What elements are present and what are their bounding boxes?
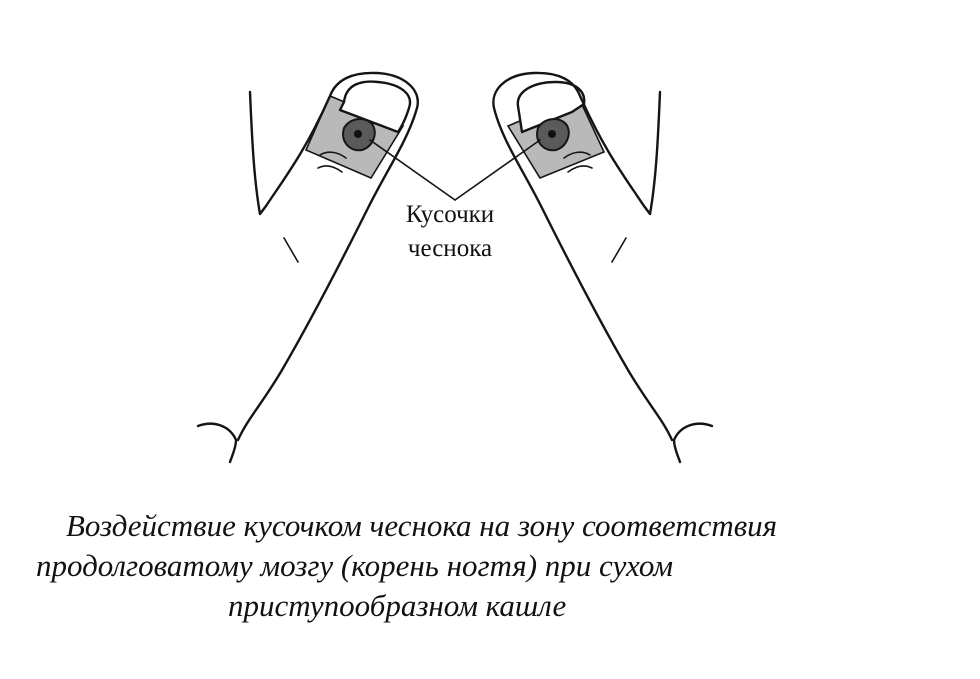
figure-caption: Воздействие кусочком чеснока на зону соо… bbox=[0, 506, 980, 626]
callout-leader-lines bbox=[369, 139, 541, 201]
callout-line-2: чеснока bbox=[407, 235, 493, 262]
left-leader-line bbox=[369, 139, 456, 201]
right-hand-curve bbox=[672, 422, 714, 464]
right-knuckle-crease bbox=[567, 165, 593, 173]
right-palm-crease bbox=[611, 237, 627, 263]
left-palm-crease bbox=[283, 237, 299, 263]
right-knuckle-crease bbox=[563, 151, 591, 159]
caption-line-2: продолговатому мозгу (корень ногтя) при … bbox=[36, 548, 674, 583]
right-thumb-outline bbox=[492, 71, 674, 442]
left-hand-curve bbox=[196, 422, 238, 464]
caption-line-3: приступообразном кашле bbox=[228, 588, 567, 623]
left-thumb bbox=[196, 71, 420, 464]
left-thumb-outline bbox=[236, 71, 420, 442]
right-thumb bbox=[492, 71, 714, 464]
caption-line-1: Воздействие кусочком чеснока на зону соо… bbox=[66, 508, 778, 543]
left-knuckle-crease bbox=[317, 165, 343, 173]
garlic-callout-label: Кусочки чеснока bbox=[370, 198, 530, 266]
left-thumbnail bbox=[338, 80, 412, 134]
callout-line-1: Кусочки bbox=[405, 201, 495, 228]
right-garlic-center bbox=[548, 130, 556, 138]
left-knuckle-crease bbox=[319, 151, 347, 159]
left-garlic-center bbox=[354, 130, 362, 138]
right-leader-line bbox=[454, 139, 541, 201]
